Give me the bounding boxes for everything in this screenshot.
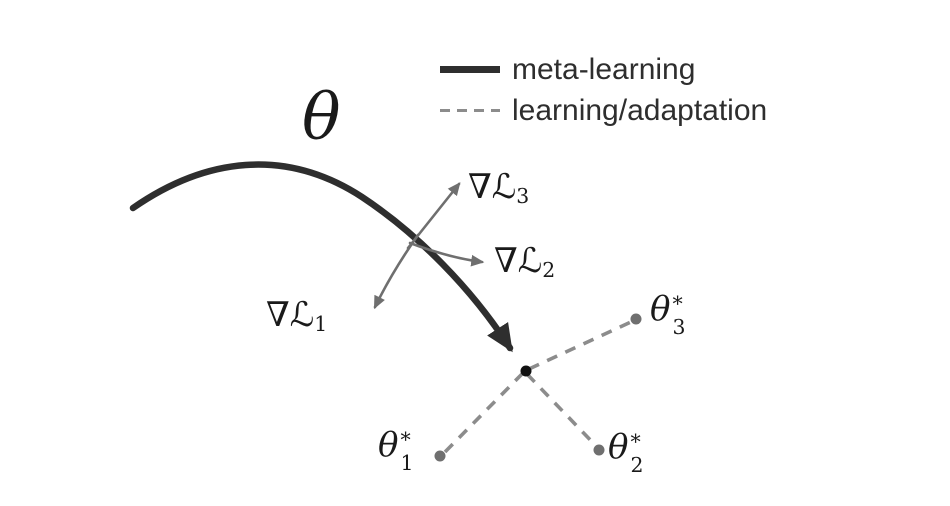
grad-loss-2-label: ∇ℒ2 (494, 244, 555, 281)
theta1-star-label: θ*1 (378, 428, 413, 474)
solid-line-swatch (440, 66, 500, 74)
nabla-L-symbol: ∇ℒ (468, 167, 517, 207)
adaptation-line-task2 (525, 372, 599, 449)
gradient-arrow-task1 (373, 233, 420, 310)
grad-2-subscript: 2 (542, 258, 556, 283)
theta2-star-point (593, 444, 605, 456)
theta-1-subscript: 1 (400, 451, 414, 476)
theta1-star-point (434, 450, 446, 462)
meta-learning-curve (129, 161, 514, 353)
star-superscript: * (672, 292, 683, 317)
meta-parameter-point (520, 365, 532, 377)
dashed-line-swatch (440, 108, 500, 112)
legend-label-meta-learning: meta-learning (512, 53, 696, 86)
legend-item-meta-learning: meta-learning (440, 54, 767, 86)
theta-symbol: θ (378, 425, 399, 465)
adaptation-line-task3 (528, 319, 634, 371)
grad-loss-1-label: ∇ℒ1 (266, 298, 327, 335)
theta2-star-label: θ*2 (608, 430, 643, 476)
grad-loss-3-label: ∇ℒ3 (468, 170, 529, 207)
theta-symbol: θ (650, 289, 671, 329)
gradient-arrow-task2 (408, 241, 485, 267)
nabla-L-symbol: ∇ℒ (266, 295, 315, 335)
star-superscript: * (400, 428, 411, 453)
theta-2-subscript: 2 (630, 453, 644, 478)
theta3-star-label: θ*3 (650, 292, 685, 338)
theta3-star-point (630, 313, 642, 325)
star-superscript: * (630, 430, 641, 455)
theta-label: θ (302, 81, 341, 155)
theta-symbol: θ (608, 427, 629, 467)
nabla-L-symbol: ∇ℒ (494, 241, 543, 281)
theta-3-subscript: 3 (672, 315, 686, 340)
legend: meta-learning learning/adaptation (440, 54, 767, 126)
adaptation-line-task1 (441, 371, 525, 456)
legend-label-learning-adaptation: learning/adaptation (512, 93, 768, 127)
legend-item-learning-adaptation: learning/adaptation (440, 93, 768, 127)
grad-1-subscript: 1 (314, 312, 328, 337)
grad-3-subscript: 3 (516, 184, 530, 209)
